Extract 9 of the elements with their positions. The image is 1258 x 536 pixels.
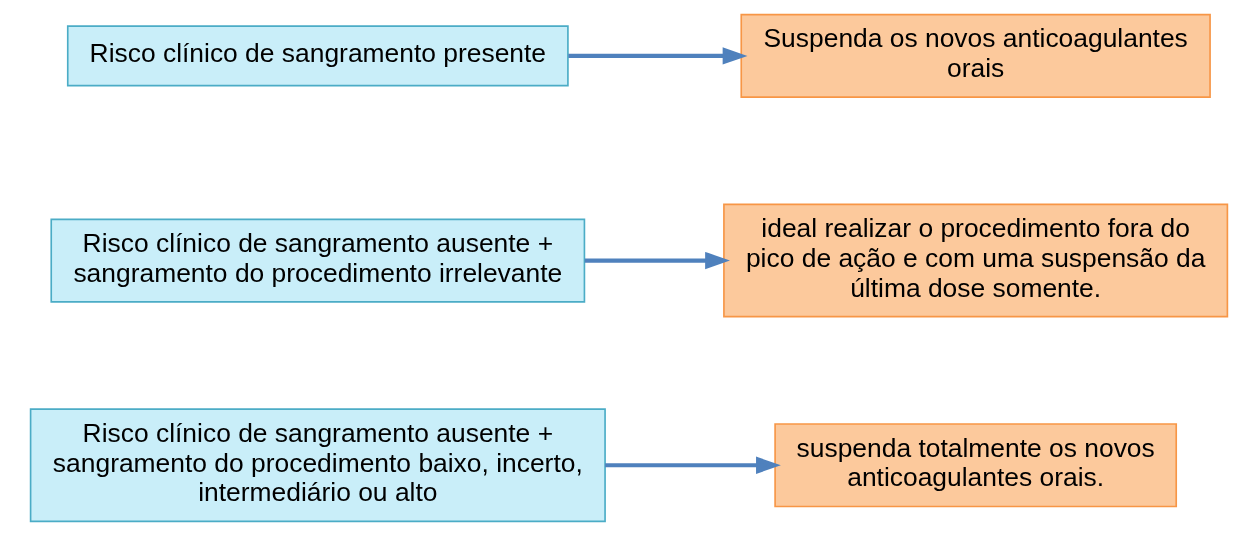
arrow: [605, 456, 781, 474]
node-box: Risco clínico de sangramento ausente + sangramento do procedimento baixo, incerto, intermediário ou alto: [29, 408, 606, 523]
node-box: Risco clínico de sangramento presente: [66, 25, 569, 87]
arrow: [568, 47, 748, 65]
node-box: suspenda totalmente os novos anticoagulantes orais.: [774, 423, 1178, 508]
node-box: ideal realizar o procedimento fora do pico de ação e com uma suspensão da última dose somente.: [723, 203, 1229, 318]
node-box: Risco clínico de sangramento ausente + sangramento do procedimento irrelevante: [50, 218, 586, 303]
arrow: [584, 251, 730, 270]
node-box: Suspenda os novos anticoagulantes orais: [740, 13, 1211, 98]
